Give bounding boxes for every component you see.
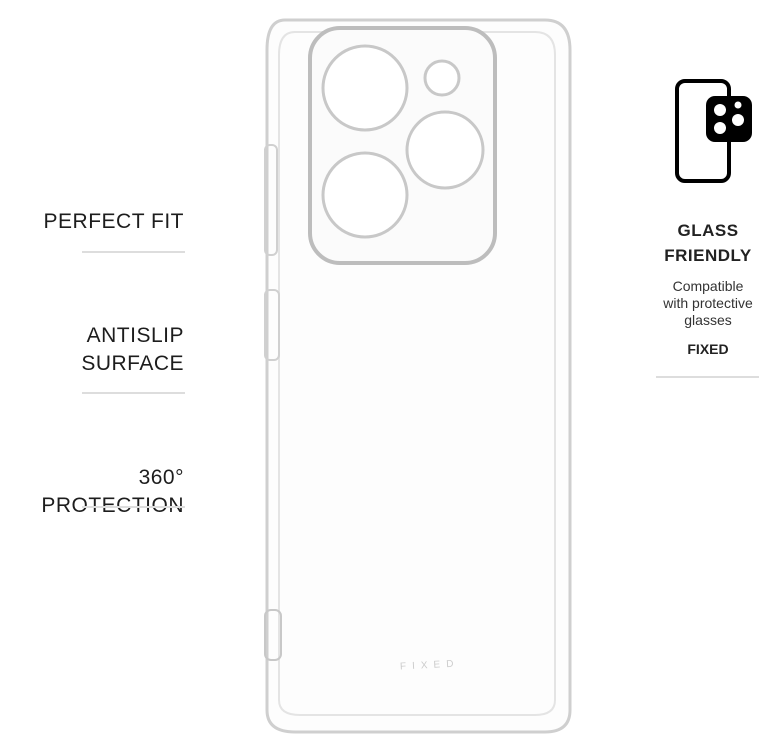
badge-description: with protective: [663, 295, 753, 311]
divider: [656, 376, 759, 378]
feature-label: PERFECT FIT: [43, 210, 184, 233]
phone-with-camera-glass-icon: [675, 79, 752, 183]
divider: [82, 506, 185, 508]
feature-label: 360° PROTECTION: [41, 466, 184, 517]
divider: [82, 392, 185, 394]
feature-label: SURFACE: [81, 352, 184, 375]
badge-description: glasses: [684, 312, 732, 328]
badge-description: Compatible: [672, 278, 744, 294]
feature-label: ANTISLIP: [86, 324, 184, 347]
feature-antislip: ANTISLIP SURFACE: [81, 322, 184, 378]
feature-360-protection: 360° PROTECTION: [0, 464, 184, 520]
badge-title: GLASS: [677, 221, 739, 240]
badge-title: FRIENDLY: [664, 246, 752, 265]
feature-perfect-fit: PERFECT FIT: [44, 208, 184, 236]
divider: [82, 251, 185, 253]
badge-brand: FIXED: [687, 341, 729, 357]
phone-case-image: [264, 18, 572, 734]
